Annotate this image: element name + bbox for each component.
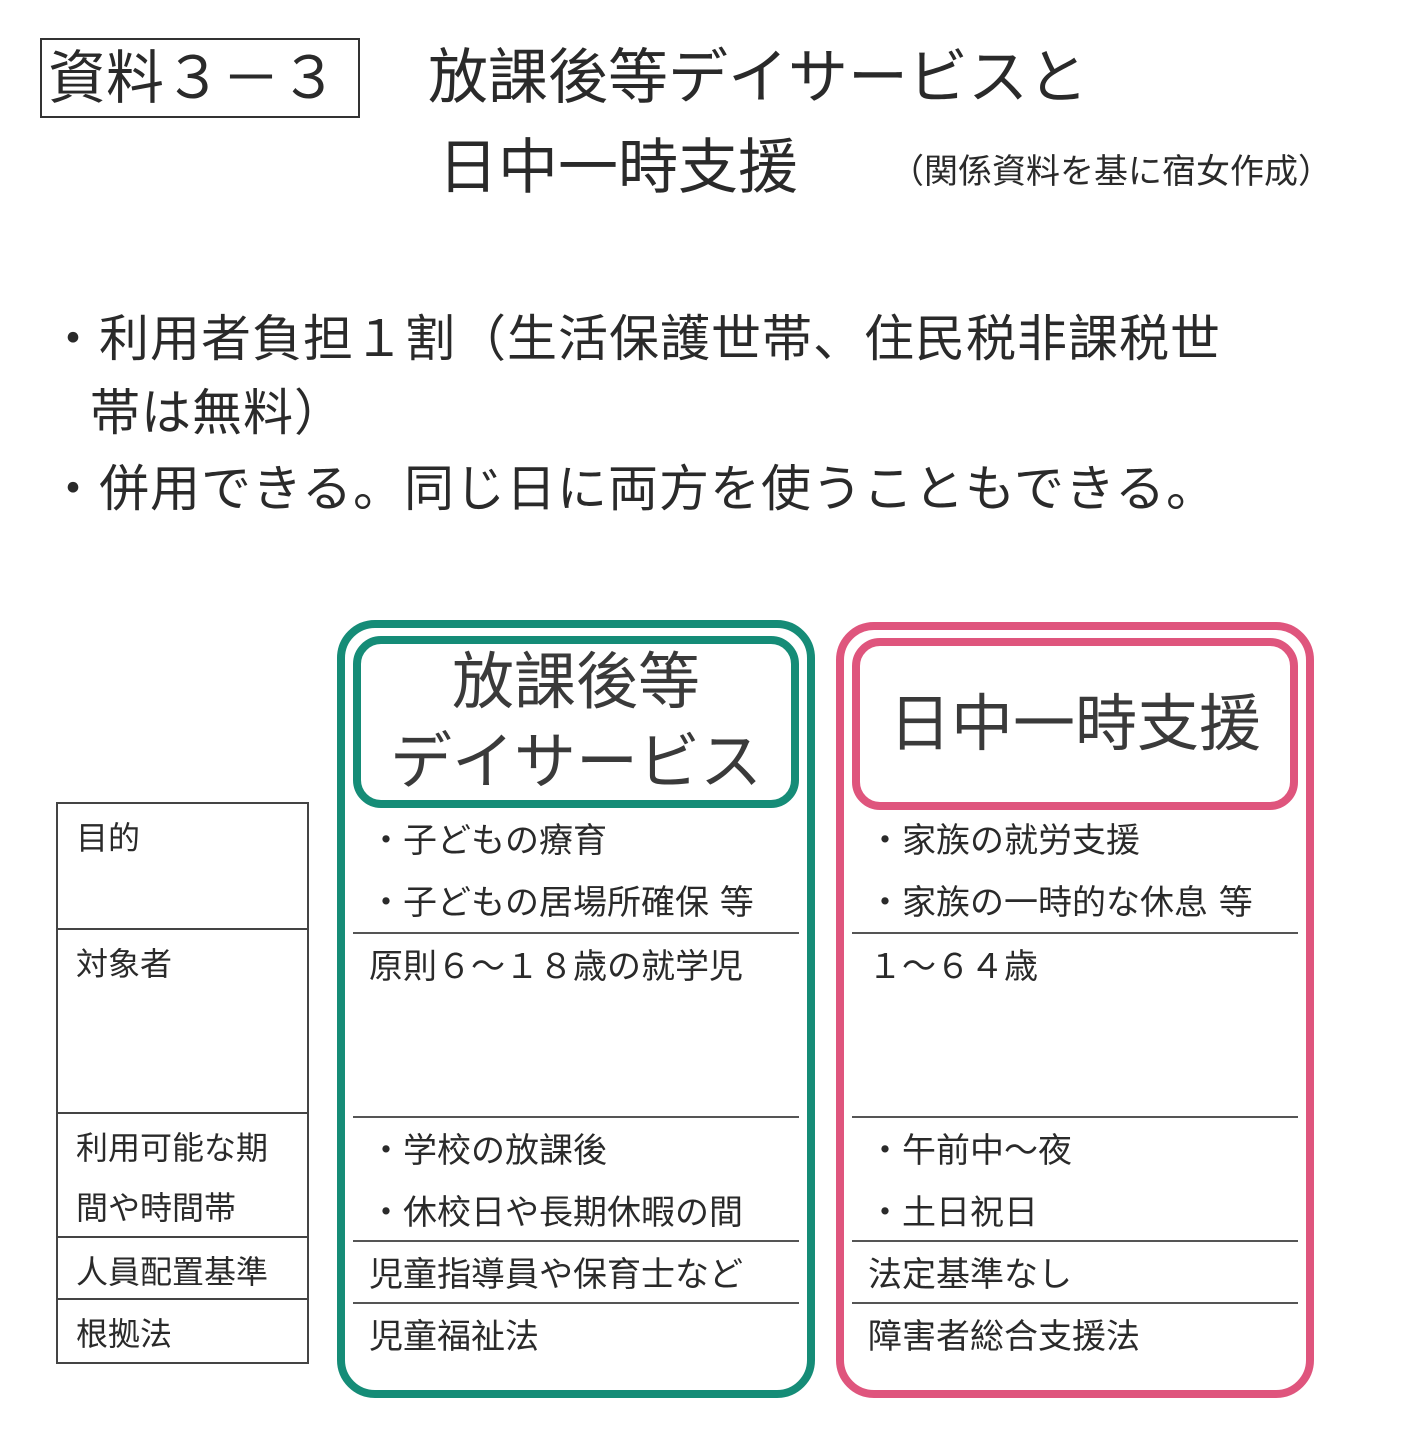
row-label-text: 人員配置基準 bbox=[76, 1253, 269, 1291]
cell-line: 原則６～１８歳の就学児 bbox=[369, 947, 743, 987]
source-note: （関係資料を基に宿女作成） bbox=[890, 152, 1332, 192]
after-school-header-line1: 放課後等 bbox=[451, 645, 700, 718]
cell-line: ・子どもの居場所確保 等 bbox=[369, 883, 754, 923]
bullet-cost-line2: 帯は無料） bbox=[90, 384, 345, 442]
day-support-staffing: 法定基準なし bbox=[852, 1242, 1298, 1304]
day-support-header: 日中一時支援 bbox=[852, 638, 1298, 810]
row-label-text: 対象者 bbox=[76, 945, 173, 983]
cell-line: 法定基準なし bbox=[868, 1255, 1072, 1295]
after-school-column: 放課後等 デイサービス ・子どもの療育 ・子どもの居場所確保 等 原則６～１８歳… bbox=[337, 620, 815, 1398]
after-school-purpose: ・子どもの療育 ・子どもの居場所確保 等 bbox=[353, 808, 799, 934]
page-title-line1: 放課後等デイサービスと bbox=[428, 43, 1088, 113]
cell-line: 児童指導員や保育士など bbox=[369, 1255, 743, 1295]
day-support-law: 障害者総合支援法 bbox=[852, 1304, 1298, 1366]
row-label-text: 利用可能な期 bbox=[76, 1129, 269, 1167]
row-label-hours: 利用可能な期 間や時間帯 bbox=[58, 1114, 307, 1238]
day-support-purpose: ・家族の就労支援 ・家族の一時的な休息 等 bbox=[852, 808, 1298, 934]
cell-line: 障害者総合支援法 bbox=[868, 1317, 1140, 1357]
cell-line: ・家族の一時的な休息 等 bbox=[868, 883, 1253, 923]
cell-line: ・休校日や長期休暇の間 bbox=[369, 1193, 743, 1233]
bullet-cost-line1: ・利用者負担１割（生活保護世帯、住民税非課税世 bbox=[48, 310, 1221, 368]
row-label-law: 根拠法 bbox=[58, 1300, 307, 1362]
document-label: 資料３－３ bbox=[40, 38, 360, 118]
after-school-staffing: 児童指導員や保育士など bbox=[353, 1242, 799, 1304]
after-school-target: 原則６～１８歳の就学児 bbox=[353, 934, 799, 1118]
after-school-header-line2: デイサービス bbox=[389, 725, 762, 798]
after-school-header: 放課後等 デイサービス bbox=[353, 636, 799, 808]
day-support-column: 日中一時支援 ・家族の就労支援 ・家族の一時的な休息 等 １～６４歳 ・午前中～… bbox=[836, 622, 1314, 1398]
row-label-text: 間や時間帯 bbox=[76, 1189, 237, 1227]
cell-line: ・土日祝日 bbox=[868, 1193, 1038, 1233]
cell-line: ・子どもの療育 bbox=[369, 821, 607, 861]
row-label-purpose: 目的 bbox=[58, 804, 307, 930]
cell-line: １～６４歳 bbox=[868, 947, 1038, 987]
day-support-header-text: 日中一時支援 bbox=[888, 687, 1261, 760]
cell-line: ・学校の放課後 bbox=[369, 1131, 607, 1171]
cell-line: ・家族の就労支援 bbox=[868, 821, 1140, 861]
row-label-target: 対象者 bbox=[58, 930, 307, 1114]
bullet-combined-use: ・併用できる。同じ日に両方を使うこともできる。 bbox=[48, 460, 1217, 518]
after-school-law: 児童福祉法 bbox=[353, 1304, 799, 1366]
row-label-table: 目的 対象者 利用可能な期 間や時間帯 人員配置基準 根拠法 bbox=[56, 802, 309, 1364]
row-label-staffing: 人員配置基準 bbox=[58, 1238, 307, 1300]
after-school-hours: ・学校の放課後 ・休校日や長期休暇の間 bbox=[353, 1118, 799, 1242]
cell-line: 児童福祉法 bbox=[369, 1317, 539, 1357]
day-support-target: １～６４歳 bbox=[852, 934, 1298, 1118]
day-support-hours: ・午前中～夜 ・土日祝日 bbox=[852, 1118, 1298, 1242]
cell-line: ・午前中～夜 bbox=[868, 1131, 1072, 1171]
row-label-text: 根拠法 bbox=[76, 1315, 173, 1353]
page-title-line2: 日中一時支援 bbox=[438, 133, 798, 203]
row-label-text: 目的 bbox=[76, 819, 141, 857]
